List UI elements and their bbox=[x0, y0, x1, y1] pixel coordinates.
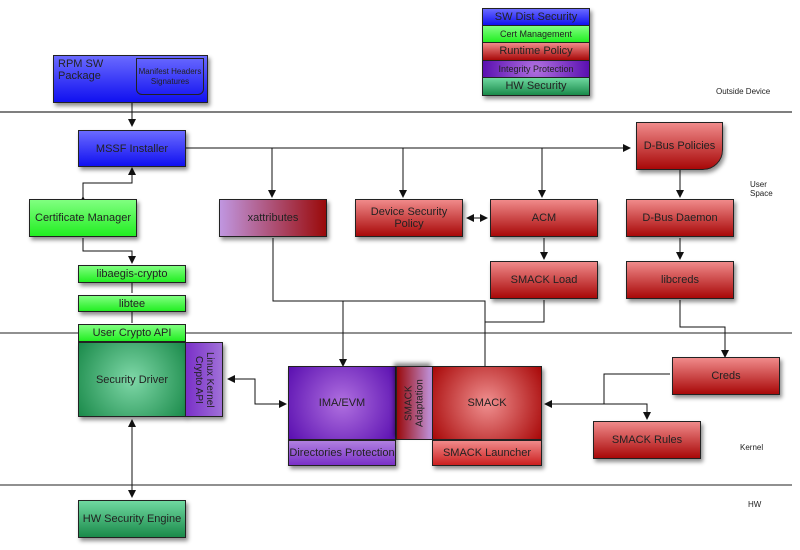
node-directories-protection: Directories Protection bbox=[288, 440, 396, 466]
zone-hw: HW bbox=[748, 500, 762, 509]
node-libtee: libtee bbox=[78, 295, 186, 312]
node-security-driver: Security Driver bbox=[78, 342, 186, 417]
node-libcreds: libcreds bbox=[626, 261, 734, 299]
zone-outside: Outside Device bbox=[716, 87, 771, 96]
node-dbus-policies: D-Bus Policies bbox=[636, 122, 723, 170]
legend-integrity: Integrity Protection bbox=[482, 60, 590, 78]
node-smack-launcher: SMACK Launcher bbox=[432, 440, 542, 466]
node-acm: ACM bbox=[490, 199, 598, 237]
node-rpm: RPM SW Package bbox=[53, 55, 208, 103]
legend-hw: HW Security bbox=[482, 78, 590, 96]
node-device-security-policy: Device Security Policy bbox=[355, 199, 463, 237]
legend-cert: Cert Management bbox=[482, 25, 590, 43]
node-hw-security-engine: HW Security Engine bbox=[78, 500, 186, 538]
legend-sw-dist: SW Dist Security bbox=[482, 8, 590, 26]
node-mssf-installer: MSSF Installer bbox=[78, 130, 186, 167]
node-creds: Creds bbox=[672, 357, 780, 395]
node-smack-adaptation: SMACK Adaptation bbox=[396, 366, 433, 440]
node-xattributes: xattributes bbox=[219, 199, 327, 237]
zone-kernel: Kernel bbox=[740, 443, 764, 452]
legend-runtime: Runtime Policy bbox=[482, 43, 590, 61]
node-libaegis-crypto: libaegis-crypto bbox=[78, 265, 186, 283]
node-cert-manager: Certificate Manager bbox=[29, 199, 137, 237]
legend: SW Dist Security Cert Management Runtime… bbox=[482, 8, 590, 96]
node-smack-rules: SMACK Rules bbox=[593, 421, 701, 459]
node-linux-kernel-crypto-api: Linux Kernel Crypto API bbox=[185, 342, 223, 417]
zone-user: User Space bbox=[750, 180, 773, 198]
node-user-crypto-api: User Crypto API bbox=[78, 324, 186, 342]
node-manifest: Manifest Headers Signatures bbox=[136, 58, 204, 95]
rpm-label: RPM SW Package bbox=[58, 58, 104, 82]
node-smack: SMACK bbox=[432, 366, 542, 440]
node-ima-evm: IMA/EVM bbox=[288, 366, 396, 440]
node-smack-load: SMACK Load bbox=[490, 261, 598, 299]
node-dbus-daemon: D-Bus Daemon bbox=[626, 199, 734, 237]
